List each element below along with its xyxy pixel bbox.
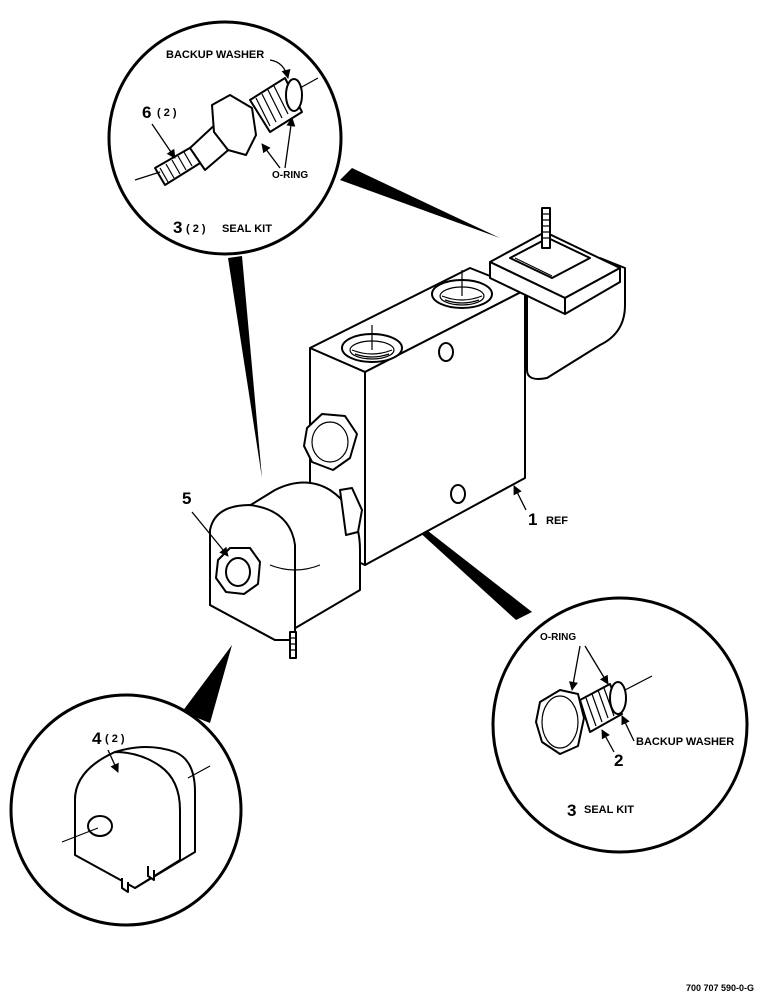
plug-item2 [535, 675, 653, 755]
label-o-ring-top: O-RING [272, 170, 308, 181]
leader-wedge-top-seal [340, 168, 500, 238]
label-item-6-qty: ( 2 ) [157, 107, 177, 119]
label-seal-kit-top-num: 3 [173, 218, 182, 237]
leader-wedge-bottom-coil [182, 645, 232, 723]
label-item-1-ref: REF [546, 515, 568, 527]
label-item-1: 1 [528, 510, 537, 529]
arrow-item-6 [151, 123, 176, 159]
label-seal-kit-right-num: 3 [567, 801, 576, 820]
label-seal-kit-top-qty: ( 2 ) [186, 223, 206, 235]
label-o-ring-right: O-RING [540, 632, 576, 643]
figure-number: 700 707 590-0-G [686, 983, 754, 993]
arrow-o-ring-top-a [261, 143, 281, 169]
arrow-item-1 [513, 485, 527, 511]
label-item-5: 5 [182, 489, 191, 508]
label-item-4: 4 [92, 729, 102, 748]
leader-wedge-top-coil [228, 256, 262, 478]
coil-item4 [61, 746, 211, 893]
detail-circle-right-seal-kit [491, 596, 749, 854]
label-backup-washer-top: BACKUP WASHER [166, 49, 264, 61]
upper-solenoid-coil [489, 207, 626, 380]
label-item-6: 6 [142, 103, 151, 122]
label-item-2: 2 [614, 751, 623, 770]
label-seal-kit-right-text: SEAL KIT [584, 804, 634, 816]
arrow-backup-washer-top [269, 59, 291, 79]
lower-solenoid-coil [209, 481, 363, 659]
label-seal-kit-top-text: SEAL KIT [222, 223, 272, 235]
arrow-item-5 [191, 511, 229, 557]
label-item-4-qty: ( 2 ) [105, 733, 125, 745]
arrow-o-ring-right-b [584, 645, 609, 685]
arrow-item-4 [107, 749, 119, 773]
arrow-o-ring-right-a [568, 645, 581, 691]
label-backup-washer-right: BACKUP WASHER [636, 736, 734, 748]
arrow-item-2 [601, 729, 615, 753]
arrow-o-ring-top-b [284, 117, 296, 169]
arrow-backup-washer-right [621, 715, 635, 742]
